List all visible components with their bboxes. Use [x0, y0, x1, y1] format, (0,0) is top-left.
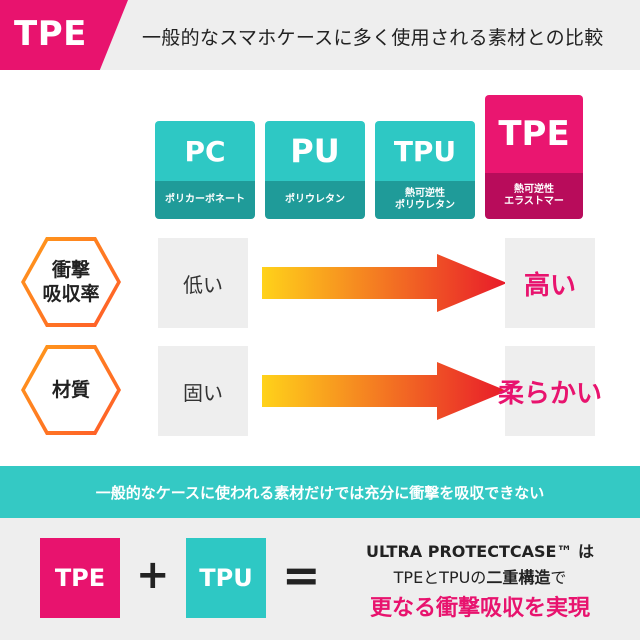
result-line-2: TPEとTPUの二重構造で	[320, 564, 640, 588]
material-name: TPU	[375, 121, 475, 181]
info-band-text: 一般的なケースに使われる素材だけでは充分に衝撃を吸収できない	[95, 483, 545, 502]
formula-tpu-square: TPU	[186, 538, 266, 618]
info-band: 一般的なケースに使われる素材だけでは充分に衝撃を吸収できない	[0, 466, 640, 518]
equals-sign: =	[282, 548, 321, 602]
comparison-high-cell: 柔らかい	[498, 346, 602, 436]
low-value: 低い	[183, 272, 223, 297]
material-name: TPE	[485, 95, 583, 173]
result-line-2-part3: で	[550, 568, 567, 587]
formula-tpe-square: TPE	[40, 538, 120, 618]
comparison-high-cell: 高い	[505, 238, 595, 328]
material-name: PC	[155, 121, 255, 181]
material-name: PU	[265, 121, 365, 181]
header-bar: TPE 一般的なスマホケースに多く使用される素材との比較	[0, 0, 640, 70]
row-label: 材質	[25, 349, 117, 431]
comparison-low-cell: 固い	[158, 346, 248, 436]
formula-section: TPE + TPU = ULTRA PROTECTCASE™ は TPEとTPU…	[0, 518, 640, 640]
comparison-low-cell: 低い	[158, 238, 248, 328]
material-card-tpu: TPU 熱可逆性 ポリウレタン	[375, 121, 475, 219]
header-title: 一般的なスマホケースに多く使用される素材との比較	[142, 27, 604, 49]
material-desc: ポリカーボネート	[155, 181, 255, 219]
result-line-1: ULTRA PROTECTCASE™ は	[365, 542, 595, 561]
row-label-hexagon: 材質	[21, 345, 121, 435]
formula-tpu-label: TPU	[199, 564, 253, 592]
material-card-tpe: TPE 熱可逆性 エラストマー	[485, 95, 583, 219]
material-desc: 熱可逆性 ポリウレタン	[375, 181, 475, 219]
material-desc: 熱可逆性 エラストマー	[485, 173, 583, 219]
arrow-icon	[262, 254, 507, 312]
high-value: 柔らかい	[498, 378, 603, 409]
high-value: 高い	[523, 270, 576, 301]
low-value: 固い	[183, 380, 223, 405]
header-tag-label: TPE	[14, 14, 87, 54]
material-card-pc: PC ポリカーボネート	[155, 121, 255, 219]
header-tag: TPE	[0, 0, 128, 70]
result-line-2-emphasis: 二重構造	[486, 568, 551, 587]
result-line-3: 更なる衝撃吸収を実現	[369, 596, 590, 621]
plus-sign: +	[136, 552, 170, 598]
material-card-pu: PU ポリウレタン	[265, 121, 365, 219]
arrow-icon	[262, 362, 507, 420]
formula-tpe-label: TPE	[54, 564, 106, 592]
result-line-2-part1: TPEとTPUの	[393, 568, 487, 587]
row-label: 衝撃 吸収率	[25, 241, 117, 323]
material-desc: ポリウレタン	[265, 181, 365, 219]
row-label-hexagon: 衝撃 吸収率	[21, 237, 121, 327]
